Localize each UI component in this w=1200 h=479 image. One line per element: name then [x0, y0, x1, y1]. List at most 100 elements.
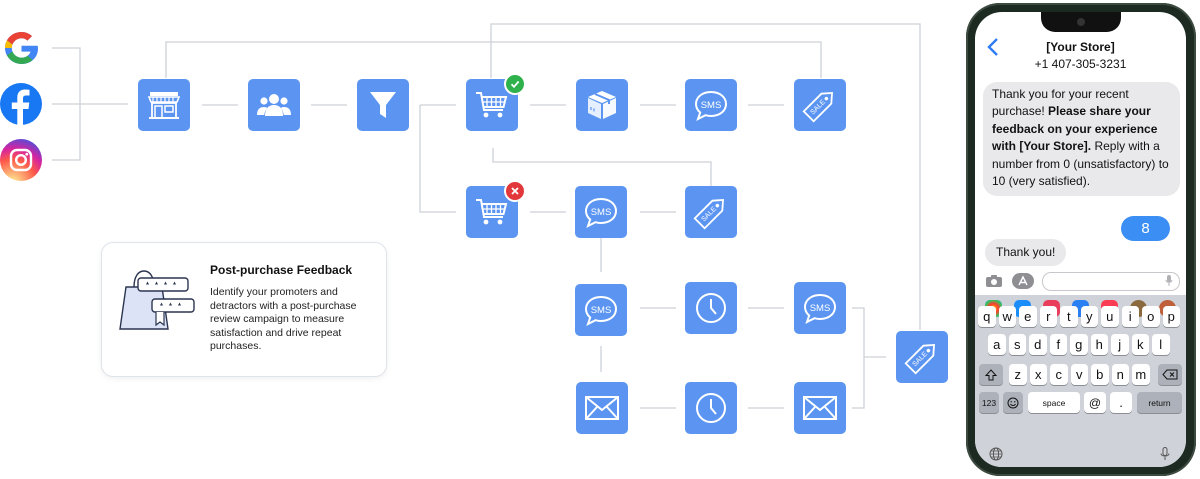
key-k[interactable]: k	[1131, 334, 1149, 355]
return-key[interactable]: return	[1137, 392, 1182, 413]
store-icon	[147, 92, 181, 119]
camera-icon[interactable]	[985, 274, 1003, 288]
key-s[interactable]: s	[1008, 334, 1026, 355]
key-l[interactable]: l	[1152, 334, 1170, 355]
key-h[interactable]: h	[1090, 334, 1108, 355]
key-j[interactable]: j	[1111, 334, 1129, 355]
email-1-node	[576, 382, 628, 434]
emoji-icon	[1007, 397, 1019, 408]
clock-icon	[696, 293, 726, 323]
sale-tag-icon: SALE	[904, 344, 935, 375]
sms-label: SMS	[591, 207, 612, 218]
cart-abandoned-node	[466, 180, 526, 238]
key-a[interactable]: a	[988, 334, 1006, 355]
sms-icon: SMS	[803, 293, 837, 324]
incoming-thanks: Thank you!	[985, 239, 1067, 267]
microphone-icon[interactable]	[1160, 447, 1170, 461]
key-i[interactable]: i	[1121, 306, 1139, 327]
wait-1-node	[685, 282, 737, 334]
sale-label: SALE	[911, 350, 929, 368]
message-text-bold: Please share your feedback on your exper…	[992, 104, 1158, 154]
google-icon	[0, 27, 42, 69]
globe-icon[interactable]	[989, 447, 1003, 461]
sale-2-node: SALE	[685, 186, 737, 238]
sms-icon: SMS	[694, 90, 728, 121]
sale-label: SALE	[809, 98, 827, 116]
space-key[interactable]: space	[1028, 392, 1080, 413]
check-icon	[504, 73, 526, 95]
emoji-key[interactable]	[1003, 392, 1023, 413]
key-e[interactable]: e	[1019, 306, 1037, 327]
sms-4-node: SMS	[794, 282, 846, 334]
dot-key[interactable]: .	[1110, 392, 1132, 413]
key-c[interactable]: c	[1050, 364, 1068, 385]
at-key[interactable]: @	[1084, 392, 1106, 413]
key-o[interactable]: o	[1142, 306, 1160, 327]
key-u[interactable]: u	[1101, 306, 1119, 327]
backspace-icon	[1162, 369, 1178, 380]
store-node	[138, 79, 190, 131]
dictation-icon[interactable]	[1165, 275, 1173, 287]
message-text-a: Thank you for your recent purchase!	[992, 87, 1129, 119]
phone-notch	[1041, 12, 1121, 32]
key-m[interactable]: m	[1132, 364, 1150, 385]
contact-number: +1 407-305-3231	[1034, 57, 1127, 71]
key-p[interactable]: p	[1162, 306, 1180, 327]
clock-icon	[696, 393, 726, 423]
instagram-icon	[0, 139, 42, 181]
sms-2-node: SMS	[575, 186, 627, 238]
key-r[interactable]: r	[1039, 306, 1057, 327]
sms-label: SMS	[810, 303, 831, 314]
key-z[interactable]: z	[1009, 364, 1027, 385]
key-q[interactable]: q	[978, 306, 996, 327]
key-w[interactable]: w	[998, 306, 1016, 327]
sale-1-node: SALE	[794, 79, 846, 131]
shift-icon	[985, 368, 997, 380]
key-t[interactable]: t	[1060, 306, 1078, 327]
sale-tag-icon: SALE	[693, 199, 724, 230]
cart-purchased-node	[466, 73, 526, 131]
sms-label: SMS	[591, 305, 612, 316]
camera-dot	[1077, 18, 1085, 26]
audience-node	[248, 79, 300, 131]
numbers-key[interactable]: 123	[979, 392, 999, 413]
flow-connectors	[52, 23, 921, 409]
sms-icon: SMS	[584, 295, 618, 326]
phone-screen: [Your Store] +1 407-305-3231 Thank you f…	[975, 12, 1186, 467]
backspace-key[interactable]	[1158, 364, 1182, 385]
key-n[interactable]: n	[1111, 364, 1129, 385]
cart-x-icon	[476, 199, 508, 225]
app-store-icon[interactable]	[1012, 273, 1034, 289]
sale-label: SALE	[700, 205, 718, 223]
package-icon	[588, 91, 616, 119]
package-node	[576, 79, 628, 131]
facebook-icon	[0, 83, 42, 125]
sale-3-node: SALE	[896, 331, 948, 383]
key-x[interactable]: x	[1029, 364, 1047, 385]
key-f[interactable]: f	[1049, 334, 1067, 355]
key-v[interactable]: v	[1070, 364, 1088, 385]
key-g[interactable]: g	[1070, 334, 1088, 355]
sms-3-node: SMS	[575, 284, 627, 336]
message-input[interactable]	[1042, 272, 1180, 291]
key-y[interactable]: y	[1080, 306, 1098, 327]
shift-key[interactable]	[979, 364, 1003, 385]
outgoing-reply: 8	[1121, 216, 1170, 241]
sms-1-node: SMS	[685, 79, 737, 131]
x-icon	[504, 180, 526, 202]
key-d[interactable]: d	[1029, 334, 1047, 355]
contact-name: [Your Store]	[1046, 40, 1115, 54]
feedback-bag-icon	[119, 270, 195, 330]
sale-tag-icon: SALE	[802, 92, 833, 123]
feedback-card: Post-purchase Feedback Identify your pro…	[101, 242, 387, 377]
people-icon	[257, 94, 291, 116]
card-title: Post-purchase Feedback	[210, 263, 353, 277]
sms-icon: SMS	[584, 197, 618, 228]
funnel-icon	[370, 92, 396, 118]
back-chevron-icon[interactable]	[987, 37, 999, 62]
key-b[interactable]: b	[1091, 364, 1109, 385]
sms-label: SMS	[701, 100, 722, 111]
card-description: Identify your promoters and detractors w…	[210, 286, 357, 352]
email-icon	[585, 396, 619, 420]
